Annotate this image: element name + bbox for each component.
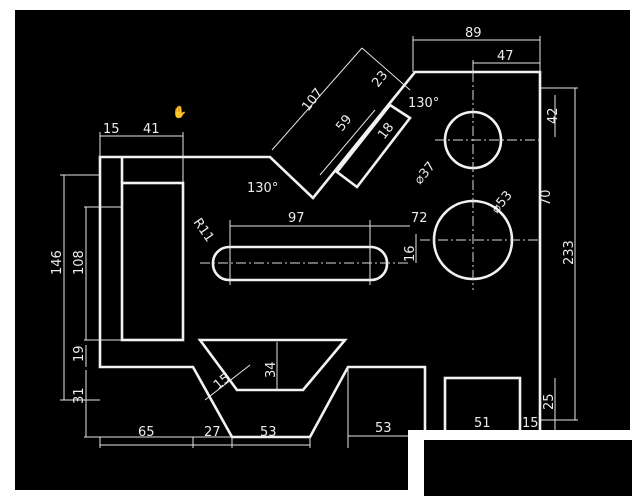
dim-42: 42 [546, 107, 561, 124]
dim-53-left: 53 [260, 425, 277, 440]
dim-41: 41 [143, 122, 160, 137]
trapezoid-cutout [197, 338, 348, 392]
dim-70: 70 [539, 189, 554, 206]
dim-15-bottom: 15 [522, 416, 539, 431]
dim-233: 233 [562, 240, 577, 265]
part-outline [98, 70, 542, 439]
dim-89: 89 [465, 26, 482, 41]
dim-27: 27 [204, 425, 221, 440]
angle-130-left: 130° [247, 181, 278, 196]
dim-146: 146 [50, 250, 65, 275]
hand-cursor-icon: ✋ [172, 105, 187, 119]
dim-16: 16 [403, 245, 418, 262]
dim-31: 31 [72, 387, 87, 404]
dim-72: 72 [411, 211, 428, 226]
drawing-canvas [15, 10, 630, 490]
slanted-slot [335, 103, 412, 189]
dim-51: 51 [474, 416, 491, 431]
dim-108: 108 [72, 250, 87, 275]
left-pocket [120, 181, 185, 342]
overlay-box [424, 440, 632, 496]
dim-97: 97 [288, 211, 305, 226]
dim-53-right: 53 [375, 421, 392, 436]
dim-34: 34 [264, 361, 279, 378]
dim-19: 19 [72, 345, 87, 362]
dim-47: 47 [497, 49, 514, 64]
dim-15-top: 15 [103, 122, 120, 137]
dim-65: 65 [138, 425, 155, 440]
dimension-lines [60, 36, 578, 448]
angle-130-top: 130° [408, 96, 439, 111]
dim-25: 25 [542, 393, 557, 410]
